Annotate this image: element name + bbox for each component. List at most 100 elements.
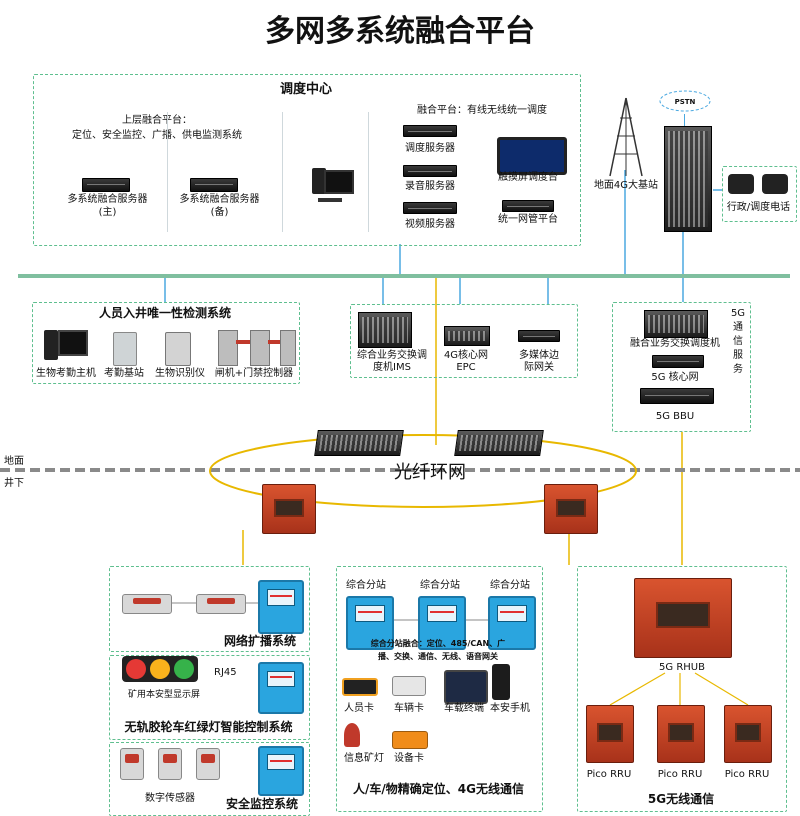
personnel-item-label: 闸机+门禁控制器 bbox=[214, 368, 294, 379]
cell-tower-icon bbox=[609, 97, 643, 177]
device-label: 本安手机 bbox=[490, 703, 530, 714]
5g-core-label: 5G 核心网 bbox=[651, 372, 699, 383]
safety-title: 安全监控系统 bbox=[225, 797, 298, 811]
fusion-server-main-sub: (主) bbox=[98, 207, 117, 218]
substation-label: 综合分站 bbox=[346, 580, 386, 591]
ring-station-icon bbox=[262, 484, 316, 534]
broadcast-device-icon bbox=[196, 594, 246, 614]
keyboard-icon bbox=[318, 198, 342, 202]
pico-rru-label: Pico RRU bbox=[586, 769, 632, 780]
5g-wireless-panel bbox=[577, 566, 787, 812]
ground-label: 地面 bbox=[4, 456, 24, 467]
5g-rhub-label: 5G RHUB bbox=[659, 662, 705, 673]
fiber-ring bbox=[209, 434, 637, 508]
5g-service-label-char: 务 bbox=[733, 364, 743, 375]
biometric-reader-icon bbox=[165, 332, 191, 366]
fusion-platform-label: 融合平台：有线无线统一调度 bbox=[417, 105, 547, 116]
video-server-label: 视频服务器 bbox=[405, 219, 455, 230]
upper-platform-systems: 定位、安全监控、广播、供电监测系统 bbox=[72, 130, 242, 141]
substation-icon bbox=[346, 596, 394, 650]
substation-desc-line1: 综合分站融合：定位、485/CAN、广 bbox=[370, 639, 506, 648]
turnstile-icon bbox=[280, 330, 296, 366]
epc-label-line1: 4G核心网 bbox=[443, 350, 489, 361]
5g-wireless-title: 5G无线通信 bbox=[647, 792, 715, 806]
personnel-item-label: 生物考勤主机 bbox=[36, 368, 96, 379]
safety-station-icon bbox=[258, 746, 304, 796]
sensor-icon bbox=[196, 748, 220, 780]
touch-console-label: 触摸屏调度台 bbox=[498, 172, 558, 183]
page-title: 多网多系统融合平台 bbox=[265, 14, 535, 49]
broadcast-panel bbox=[109, 566, 310, 652]
positioning-title: 人/车/物精确定位、4G无线通信 bbox=[353, 782, 524, 796]
yellow-light-icon bbox=[150, 659, 170, 679]
device-label: 车载终端 bbox=[444, 703, 484, 714]
turnstile-icon bbox=[218, 330, 238, 366]
gateway-label-line1: 多媒体边 bbox=[519, 350, 559, 361]
5g-bbu-icon bbox=[640, 388, 714, 404]
fusion-server-backup-sub: (备) bbox=[210, 207, 229, 218]
5g-core-icon bbox=[652, 355, 704, 368]
display-screen-label: 矿用本安型显示屏 bbox=[127, 690, 200, 700]
5g-service-label-char: 5G bbox=[730, 308, 746, 319]
traffic-station-icon bbox=[258, 662, 304, 714]
device-label: 人员卡 bbox=[344, 703, 374, 714]
broadcast-station-icon bbox=[258, 580, 304, 634]
pico-rru-label: Pico RRU bbox=[657, 769, 703, 780]
sensor-icon bbox=[158, 748, 182, 780]
ring-station-icon bbox=[544, 484, 598, 534]
base-station-label: 地面4G大基站 bbox=[593, 180, 659, 191]
pstn-label: PSTN bbox=[674, 98, 696, 106]
divider bbox=[167, 112, 168, 232]
dispatch-center-heading: 调度中心 bbox=[279, 82, 332, 97]
media-gateway-icon bbox=[518, 330, 560, 342]
underground-label: 井下 bbox=[4, 478, 24, 489]
positioning-panel bbox=[336, 566, 543, 812]
substation-label: 综合分站 bbox=[490, 580, 530, 591]
broadcast-title: 网络扩播系统 bbox=[223, 634, 296, 648]
device-label: 设备卡 bbox=[394, 753, 424, 764]
green-light-icon bbox=[174, 659, 194, 679]
vehicle-terminal-icon bbox=[444, 670, 488, 704]
pico-rru-label: Pico RRU bbox=[724, 769, 770, 780]
5g-service-label-char: 信 bbox=[733, 336, 743, 347]
substation-desc-line2: 播、交换、通信、无线、语音网关 bbox=[378, 652, 498, 661]
pc-tower-icon bbox=[312, 168, 326, 194]
epc-icon bbox=[444, 326, 490, 346]
network-mgmt-icon bbox=[502, 200, 554, 212]
personnel-card-icon bbox=[342, 678, 378, 696]
traffic-light-panel bbox=[109, 655, 310, 740]
dispatch-center-panel bbox=[33, 74, 581, 246]
5g-service-label-char: 通 bbox=[733, 322, 743, 333]
epc-label-line2: EPC bbox=[456, 362, 476, 373]
rj45-label: RJ45 bbox=[214, 667, 237, 678]
fusion-server-main-icon bbox=[82, 178, 130, 192]
ring-switch-icon bbox=[454, 430, 544, 456]
pstn-link bbox=[684, 114, 685, 126]
pico-rru-icon bbox=[586, 705, 634, 763]
admin-phone-label: 行政/调度电话 bbox=[726, 202, 791, 213]
personnel-item-label: 生物识别仪 bbox=[155, 368, 205, 379]
ims-label-line2: 度机IMS bbox=[373, 362, 411, 373]
fusion-server-backup-label: 多系统融合服务器 bbox=[179, 194, 260, 205]
vehicle-card-icon bbox=[392, 676, 426, 696]
cap-lamp-icon bbox=[344, 723, 360, 747]
ring-switch-icon bbox=[314, 430, 404, 456]
device-label: 信息矿灯 bbox=[344, 753, 384, 764]
5g-rhub-icon bbox=[634, 578, 732, 658]
equipment-card-icon bbox=[392, 731, 428, 749]
5g-switch-label: 融合业务交换调度机 bbox=[630, 338, 720, 349]
dispatch-server-label: 调度服务器 bbox=[405, 143, 455, 154]
monitor-icon bbox=[58, 330, 88, 356]
personnel-detection-panel bbox=[32, 302, 300, 384]
recording-server-icon bbox=[403, 165, 457, 177]
fusion-server-main-label: 多系统融合服务器 bbox=[67, 194, 148, 205]
pstn-cabinet-icon bbox=[664, 126, 712, 232]
monitor-icon bbox=[324, 170, 354, 194]
turnstile-arm bbox=[236, 340, 250, 344]
mine-phone-icon bbox=[492, 664, 510, 700]
sensor-label: 数字传感器 bbox=[145, 793, 195, 804]
touch-console-icon bbox=[497, 137, 567, 175]
phone-icon bbox=[728, 174, 754, 194]
divider bbox=[368, 112, 369, 232]
